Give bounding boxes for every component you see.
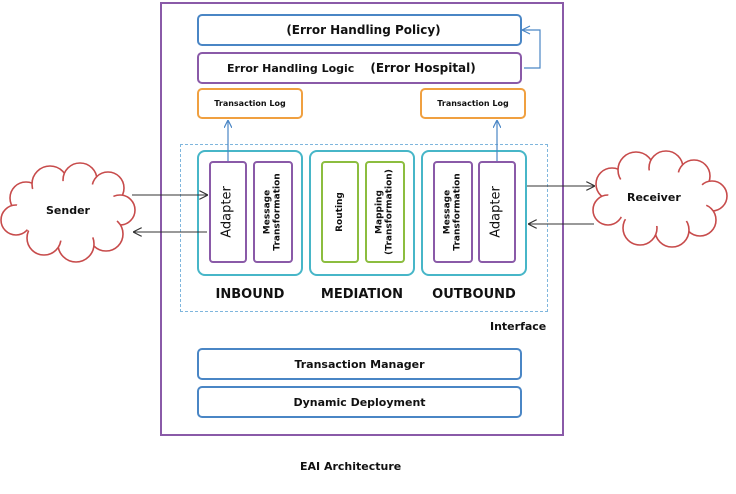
policy-logic-loop-connector	[522, 29, 541, 69]
transaction-log-right-label: Transaction Log	[437, 99, 509, 108]
inbound-module	[197, 150, 303, 276]
routing-box: Routing	[321, 161, 359, 263]
error-hospital-label: (Error Hospital)	[370, 61, 476, 75]
dynamic-deployment-label: Dynamic Deployment	[293, 395, 426, 409]
transaction-manager-label: Transaction Manager	[294, 357, 425, 371]
mediation-module	[309, 150, 415, 276]
error-handling-logic-box: Error Handling Logic (Error Hospital)	[197, 52, 522, 84]
transaction-log-left-box: Transaction Log	[197, 88, 303, 119]
error-handling-logic-label: Error Handling Logic	[227, 61, 355, 75]
error-handling-policy-label: (Error Handling Policy)	[286, 23, 441, 37]
transaction-log-right-box: Transaction Log	[420, 88, 526, 119]
interface-label: Interface	[490, 320, 547, 333]
eai-system-boundary	[160, 2, 564, 436]
dynamic-deployment-box: Dynamic Deployment	[197, 386, 522, 418]
inbound-title: INBOUND	[215, 287, 285, 302]
outbound-message-transformation-box: Message Transformation	[433, 161, 473, 263]
outbound-module	[421, 150, 527, 276]
mapping-box: Mapping (Transformation)	[365, 161, 405, 263]
outbound-adapter-box: Adapter	[478, 161, 516, 263]
outbound-title: OUTBOUND	[432, 287, 516, 302]
diagram-caption: EAI Architecture	[300, 460, 402, 473]
policy-logic-arrow	[520, 25, 531, 35]
receiver-label: Receiver	[627, 191, 681, 204]
mediation-title: MEDIATION	[320, 287, 404, 302]
inbound-adapter-box: Adapter	[209, 161, 247, 263]
inbound-message-transformation-box: Message Transformation	[253, 161, 293, 263]
interface-region	[180, 144, 548, 312]
transaction-manager-box: Transaction Manager	[197, 348, 522, 380]
transaction-log-left-label: Transaction Log	[214, 99, 286, 108]
sender-label: Sender	[46, 204, 90, 217]
error-handling-policy-box: (Error Handling Policy)	[197, 14, 522, 46]
